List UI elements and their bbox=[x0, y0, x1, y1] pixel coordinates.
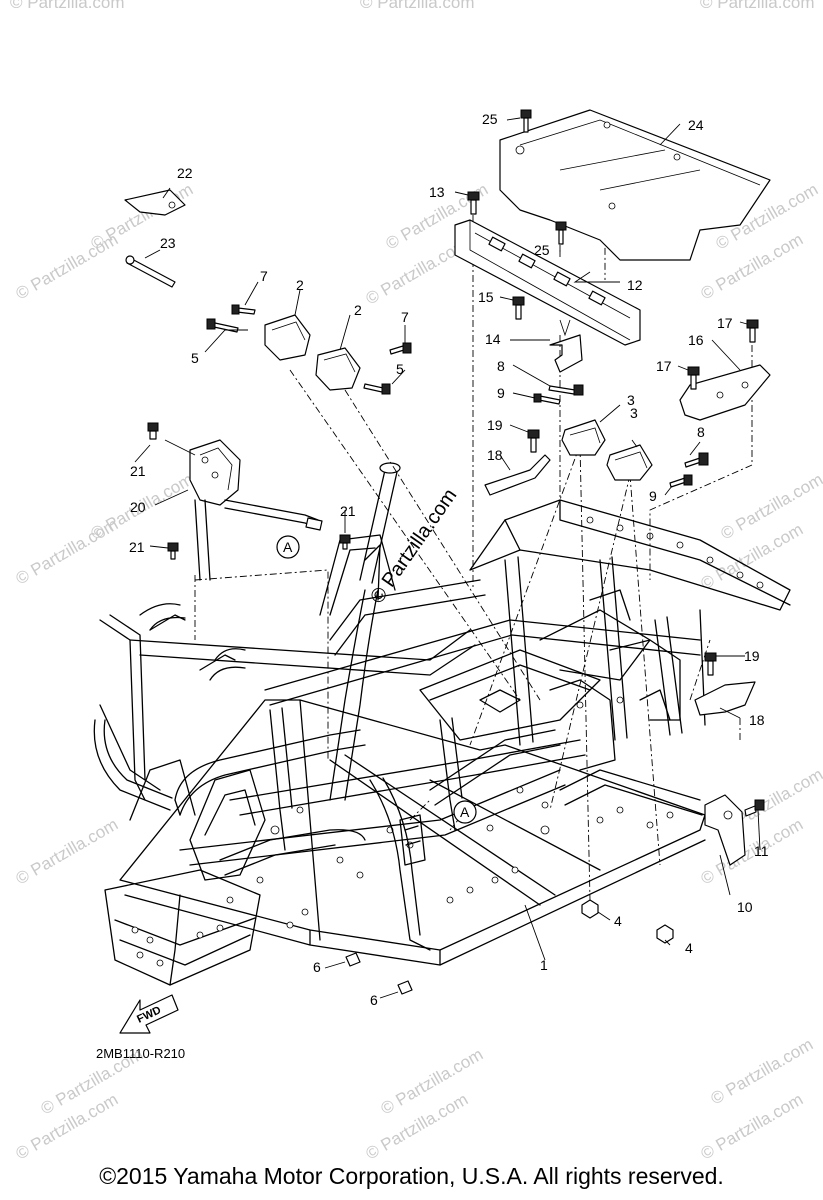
part-15-bolt bbox=[512, 296, 525, 320]
reference-A-markers: A A bbox=[276, 535, 477, 824]
part-10-11 bbox=[704, 794, 765, 866]
callout-20: 20 bbox=[130, 499, 146, 515]
callout-21: 21 bbox=[130, 463, 146, 479]
callout-21: 21 bbox=[340, 503, 356, 519]
callout-2: 2 bbox=[354, 302, 362, 318]
callout-16: 16 bbox=[688, 332, 704, 348]
callout-10: 10 bbox=[737, 899, 753, 915]
callout-6: 6 bbox=[370, 992, 378, 1008]
part-4-nuts bbox=[581, 899, 674, 944]
callout-5: 5 bbox=[191, 350, 199, 366]
callout-17: 17 bbox=[717, 315, 733, 331]
callout-24: 24 bbox=[688, 117, 704, 133]
part-2-mounts bbox=[206, 304, 412, 395]
callout-labels: 1 2 2 3 3 4 4 5 5 6 6 7 7 8 8 9 9 10 11 … bbox=[129, 111, 769, 1008]
callout-13: 13 bbox=[429, 184, 445, 200]
part-12-cross-member bbox=[454, 219, 641, 346]
callout-9: 9 bbox=[497, 385, 505, 401]
callout-1: 1 bbox=[540, 957, 548, 973]
callout-12: 12 bbox=[627, 277, 643, 293]
diagram-code: 2MB1110-R210 bbox=[96, 1046, 186, 1061]
callout-19: 19 bbox=[744, 648, 760, 664]
callout-11: 11 bbox=[754, 843, 769, 859]
part-24-guard-plate bbox=[499, 109, 771, 261]
callout-3: 3 bbox=[627, 392, 635, 408]
part-13-bolt bbox=[467, 191, 480, 215]
main-frame bbox=[93, 462, 791, 986]
callout-6: 6 bbox=[313, 959, 321, 975]
callout-21: 21 bbox=[129, 539, 145, 555]
callout-7: 7 bbox=[401, 309, 409, 325]
callout-9: 9 bbox=[649, 488, 657, 504]
watermark-text: © Partzilla.com bbox=[360, 0, 475, 12]
part-14-bracket bbox=[549, 319, 583, 373]
callout-15: 15 bbox=[478, 289, 494, 305]
callout-23: 23 bbox=[160, 235, 176, 251]
callout-17: 17 bbox=[656, 358, 672, 374]
callout-22: 22 bbox=[177, 165, 193, 181]
callout-14: 14 bbox=[485, 331, 501, 347]
callout-25: 25 bbox=[482, 111, 498, 127]
callout-25: 25 bbox=[534, 242, 550, 258]
reference-A-label: A bbox=[283, 539, 293, 555]
leader-lines bbox=[134, 117, 761, 999]
callout-7: 7 bbox=[260, 268, 268, 284]
part-20-21 bbox=[147, 422, 351, 581]
callout-3: 3 bbox=[630, 405, 638, 421]
callout-4: 4 bbox=[614, 913, 622, 929]
callout-18: 18 bbox=[487, 447, 503, 463]
callout-8: 8 bbox=[697, 424, 705, 440]
watermark-text: © Partzilla.com bbox=[88, 180, 197, 254]
part-3-engine-mounts bbox=[561, 419, 653, 481]
part-8-9-bolts bbox=[533, 384, 709, 488]
floor-holes bbox=[286, 786, 674, 929]
callout-8: 8 bbox=[497, 358, 505, 374]
watermark-text: © Partzilla.com bbox=[700, 0, 815, 12]
watermark-text: © Partzilla.com bbox=[698, 520, 807, 594]
callout-4: 4 bbox=[685, 940, 693, 956]
part-25-bolts bbox=[520, 109, 567, 245]
callout-2: 2 bbox=[296, 277, 304, 293]
part-18-19-upper bbox=[484, 429, 551, 496]
watermark-text: © Partzilla.com bbox=[13, 815, 122, 889]
reference-A-label: A bbox=[460, 804, 470, 820]
part-16-bracket bbox=[679, 364, 771, 421]
watermark-text: © Partzilla.com bbox=[10, 0, 125, 12]
copyright-text: ©2015 Yamaha Motor Corporation, U.S.A. A… bbox=[99, 1163, 724, 1189]
part-22-23 bbox=[124, 189, 186, 288]
callout-18: 18 bbox=[749, 712, 765, 728]
callout-5: 5 bbox=[396, 361, 404, 377]
part-18-19-lower bbox=[694, 652, 756, 716]
watermark-text: © Partzilla.com bbox=[718, 470, 823, 544]
fwd-arrow: FWD bbox=[119, 994, 179, 1034]
part-6-clips bbox=[345, 952, 413, 995]
callout-19: 19 bbox=[487, 417, 503, 433]
